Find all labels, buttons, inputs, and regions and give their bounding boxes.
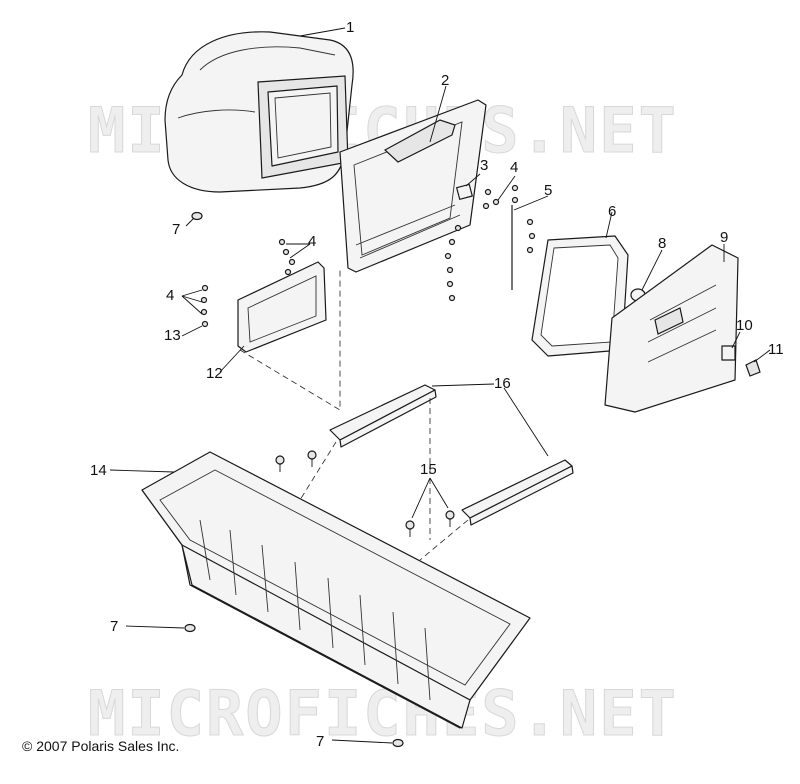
part-6-gasket xyxy=(531,235,629,357)
callout-4-a: 4 xyxy=(510,159,518,176)
part-7-nut-c xyxy=(392,738,404,748)
callout-6: 6 xyxy=(608,203,616,220)
part-7-nut-b xyxy=(184,623,196,633)
callout-15: 15 xyxy=(420,461,437,478)
part-2-panel xyxy=(339,99,487,273)
part-1-cover xyxy=(164,31,354,193)
callout-16: 16 xyxy=(494,375,511,392)
callout-14: 14 xyxy=(90,462,107,479)
callout-9: 9 xyxy=(720,229,728,246)
callout-5: 5 xyxy=(544,182,552,199)
copyright-text: © 2007 Polaris Sales Inc. xyxy=(22,738,180,754)
callout-10: 10 xyxy=(736,317,753,334)
assembly-dashed-lines xyxy=(239,270,469,561)
part-15-push-pins xyxy=(275,450,455,537)
callout-7-b: 7 xyxy=(110,618,118,635)
callout-13: 13 xyxy=(164,327,181,344)
callout-3: 3 xyxy=(480,157,488,174)
callout-7-a: 7 xyxy=(172,221,180,238)
part-16-rails xyxy=(329,384,574,526)
callout-4-c: 4 xyxy=(166,287,174,304)
watermark-bottom: MICROFICHES.NET xyxy=(88,677,678,750)
callout-11: 11 xyxy=(768,341,784,358)
part-4-screws xyxy=(200,184,536,328)
part-7-nut-a xyxy=(191,211,203,221)
part-11-latch xyxy=(745,359,761,377)
callout-2: 2 xyxy=(441,72,449,89)
part-9-door xyxy=(604,244,739,413)
callout-1: 1 xyxy=(346,19,354,36)
callout-12: 12 xyxy=(206,365,223,382)
callout-7-c: 7 xyxy=(316,733,324,750)
callout-8: 8 xyxy=(658,235,666,252)
part-14-tray xyxy=(141,451,531,729)
callout-4-b: 4 xyxy=(308,233,316,250)
leader-lines xyxy=(109,27,771,744)
part-10-latch-plate xyxy=(721,345,736,361)
part-12-bracket xyxy=(237,261,327,353)
part-3-plate xyxy=(456,183,473,200)
